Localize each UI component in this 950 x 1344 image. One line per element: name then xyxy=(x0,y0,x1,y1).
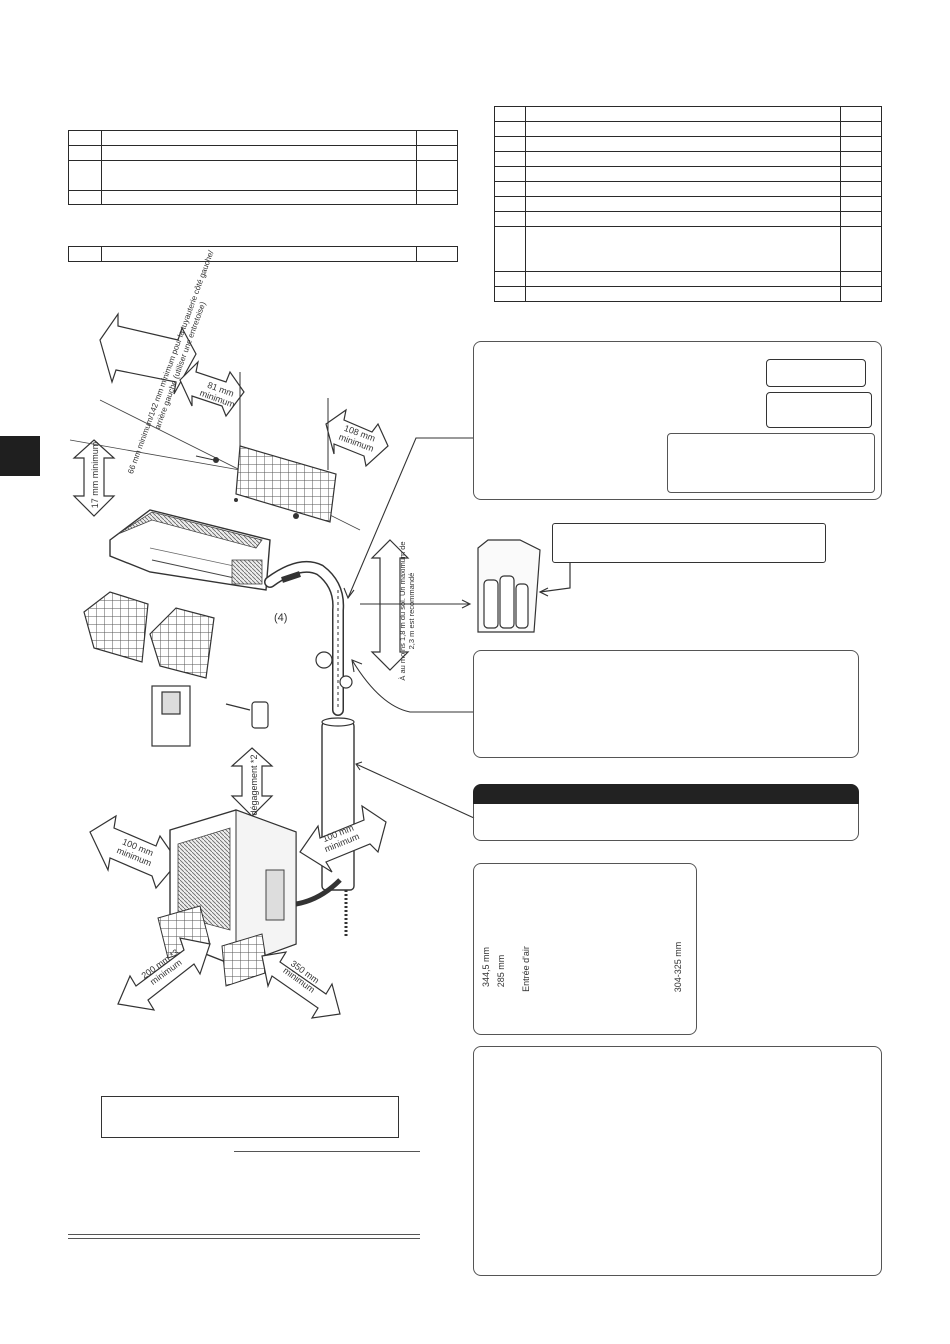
label-dim-285: 285 mm xyxy=(496,954,506,988)
mounting-plate xyxy=(195,445,337,523)
clearance-arrow-17 xyxy=(72,439,116,517)
warning-header xyxy=(473,784,859,804)
indoor-unit xyxy=(109,509,271,591)
callout-wall-label-1 xyxy=(766,359,866,387)
pipe-clamp xyxy=(315,651,353,689)
outdoor-unit xyxy=(157,809,342,987)
label-clearance-17: 17 mm minimum xyxy=(90,441,100,509)
piping xyxy=(264,561,345,716)
parts-table-left xyxy=(68,130,458,205)
clearance-arrow-height xyxy=(370,539,410,671)
warning-body xyxy=(473,804,859,841)
clearance-arrow-200 xyxy=(117,937,211,1011)
label-dim-304: 304-325 mm xyxy=(673,941,683,993)
parts-table-left-extra xyxy=(68,246,458,262)
remote-holder xyxy=(151,685,269,747)
parts-table-right xyxy=(494,106,882,302)
rule-long xyxy=(68,1234,420,1235)
callout-leaders xyxy=(343,437,475,819)
wall-pipes xyxy=(477,539,571,633)
note-box xyxy=(101,1096,399,1138)
clearance-arrow-top xyxy=(99,312,197,395)
section-tab xyxy=(0,436,40,476)
clearance-arrow-350 xyxy=(261,951,341,1019)
air-filters xyxy=(83,591,215,679)
clearance-arrow-81 xyxy=(179,360,245,418)
clearance-arrow-100-right xyxy=(299,804,387,873)
rule-short xyxy=(234,1151,420,1152)
base-dimension-box xyxy=(473,863,697,1035)
label-air-inlet: Entrée d'air xyxy=(521,946,531,992)
label-height-note: À au moins 1,8 m du sol. Un maximum de 2… xyxy=(398,541,416,681)
label-part-4: (4) xyxy=(274,612,288,624)
label-dim-344: 344,5 mm xyxy=(481,946,491,988)
clearance-arrow-108 xyxy=(325,408,389,468)
callout-info-box xyxy=(473,650,859,758)
rule-long-2 xyxy=(68,1238,420,1239)
callout-bundle-box xyxy=(667,433,875,493)
callout-wall-label-2 xyxy=(766,392,872,428)
label-degagement: dégagement *2 xyxy=(249,754,259,816)
pipe-note-box xyxy=(552,523,826,563)
drain-detail-box xyxy=(473,1046,882,1276)
